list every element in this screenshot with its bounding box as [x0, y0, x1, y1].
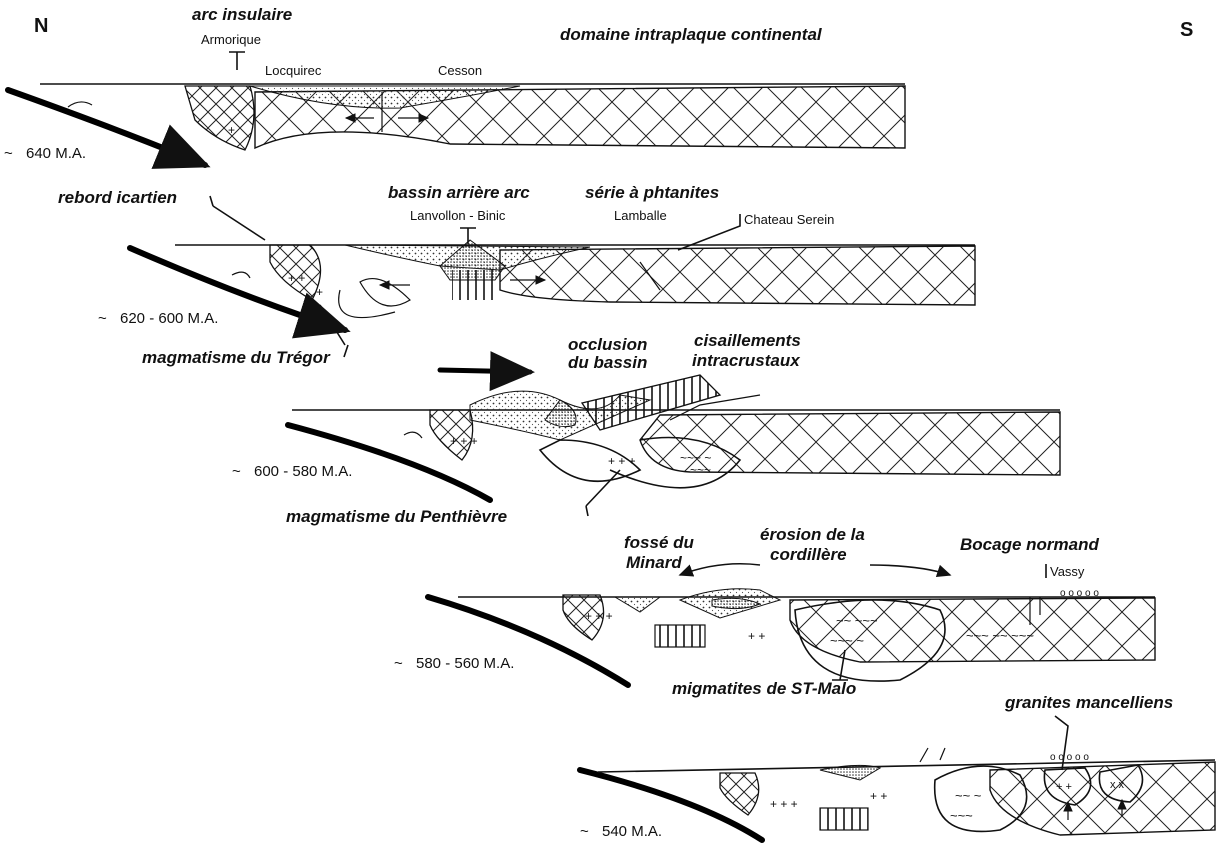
north-label: N: [34, 15, 48, 37]
tilde-3: ~: [232, 463, 241, 480]
arc-root-5: [720, 773, 759, 815]
panel-620-600: + + + rebord icartien bassin arrière arc…: [58, 183, 975, 367]
age-600-580: 600 - 580 M.A.: [254, 463, 352, 480]
svg-text:o o o o o: o o o o o: [1050, 752, 1089, 763]
south-label: S: [1180, 19, 1193, 41]
penthievre-pointer: [586, 470, 620, 516]
thrust-sheet-5: [820, 808, 868, 830]
svg-text:+ +: + +: [288, 271, 305, 285]
svg-text:~~ ~~~: ~~ ~~~: [836, 613, 878, 628]
fosse-label-2: Minard: [626, 553, 682, 572]
erosion-label-1: érosion de la: [760, 525, 865, 544]
panel-600-580: ~~~ ~ ~~~ + + + + + + occlusion du bassi…: [232, 331, 1060, 526]
serie-label: série à phtanites: [585, 183, 719, 202]
age-640: 640 M.A.: [26, 145, 86, 162]
arc-insulaire-label: arc insulaire: [192, 5, 292, 24]
granites-label: granites mancelliens: [1004, 693, 1173, 712]
thrust-sheet-4: [655, 625, 705, 647]
migmatites-label: migmatites de ST-Malo: [672, 679, 856, 698]
magmatisme-penthievre-label: magmatisme du Penthièvre: [286, 507, 507, 526]
svg-text:~~~: ~~~: [690, 463, 711, 477]
svg-text:~~~: ~~~: [950, 808, 973, 823]
age-580-560: 580 - 560 M.A.: [416, 655, 514, 672]
bassin-label: bassin arrière arc: [388, 183, 530, 202]
svg-text:o o o o o: o o o o o: [1060, 588, 1099, 599]
svg-text:+ +: + +: [748, 629, 765, 643]
armorique-marker: [229, 52, 245, 70]
rebord-label: rebord icartien: [58, 188, 177, 207]
occlusion-label-2: du bassin: [568, 353, 647, 372]
rebord-pointer: [210, 196, 265, 240]
svg-text:+ + +: + + +: [770, 797, 798, 811]
chateau-label: Chateau Serein: [744, 212, 834, 227]
tilde-2: ~: [98, 310, 107, 327]
occlusion-label-1: occlusion: [568, 335, 647, 354]
svg-text:+ + +: + + +: [608, 454, 636, 468]
tilde-1: ~: [4, 145, 13, 162]
fosse-label-1: fossé du: [624, 533, 695, 552]
bocage-label: Bocage normand: [960, 535, 1099, 554]
svg-text:+ + +: + + +: [585, 609, 613, 623]
shortening-arrow: [440, 370, 530, 372]
svg-text:+ +: + +: [1056, 781, 1072, 793]
continental-crust-2: [500, 246, 975, 305]
lamballe-label: Lamballe: [614, 208, 667, 223]
tilde-5: ~: [580, 823, 589, 840]
vassy-label: Vassy: [1050, 564, 1085, 579]
panel-640: + arc insulaire Armorique Locquirec Cess…: [4, 5, 905, 165]
armorique-label: Armorique: [201, 32, 261, 47]
age-540: 540 M.A.: [602, 823, 662, 840]
cisaillements-label-2: intracrustaux: [692, 351, 801, 370]
cisaillements-label-1: cisaillements: [694, 331, 801, 350]
lanvollon-label: Lanvollon - Binic: [410, 208, 506, 223]
domaine-label: domaine intraplaque continental: [560, 25, 823, 44]
cesson-label: Cesson: [438, 63, 482, 78]
dyke-swarm-2: [452, 270, 498, 300]
svg-text:~~~ ~: ~~~ ~: [830, 633, 864, 648]
svg-text:~~~ ~~ ~~~: ~~~ ~~ ~~~: [966, 628, 1034, 643]
lanvollon-marker: [460, 228, 476, 244]
panel-580-560: ~~ ~~~ ~~~ ~ ~~~ ~~ ~~~ + + + + + o o o …: [394, 525, 1155, 698]
svg-text:~~ ~: ~~ ~: [955, 788, 982, 803]
svg-text:+: +: [316, 285, 323, 299]
age-620-600: 620 - 600 M.A.: [120, 310, 218, 327]
locquirec-label: Locquirec: [265, 63, 322, 78]
magmatisme-tregor-label: magmatisme du Trégor: [142, 348, 331, 367]
continental-crust-5: [990, 762, 1215, 835]
erosion-label-2: cordillère: [770, 545, 847, 564]
svg-text:x x: x x: [1110, 779, 1125, 791]
svg-text:+ + +: + + +: [450, 434, 478, 448]
svg-text:+: +: [228, 123, 235, 137]
tilde-4: ~: [394, 655, 403, 672]
arc-root-1: [185, 86, 254, 150]
panel-540: ~~ ~ ~~~ + + x x o o o o o + + + + + gra…: [580, 693, 1215, 840]
svg-text:+ +: + +: [870, 789, 887, 803]
